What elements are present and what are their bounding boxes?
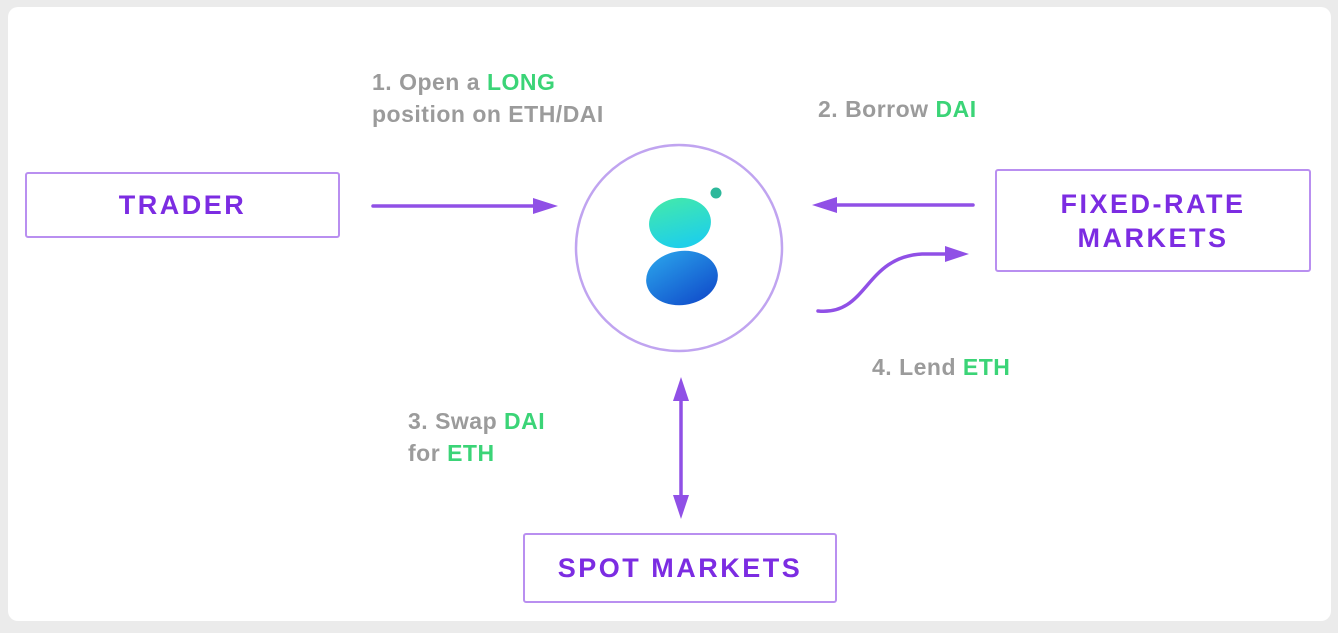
step3-text-line1: 3. Swap (408, 408, 505, 434)
step1-highlight-long: LONG (486, 69, 556, 95)
step4-text: 4. Lend (872, 354, 963, 380)
step3-highlight-eth: ETH (447, 440, 495, 466)
trader-node: TRADER (25, 172, 340, 238)
step4-highlight-eth: ETH (962, 354, 1011, 380)
spot-markets-label: SPOT MARKETS (557, 553, 803, 583)
protocol-node (574, 143, 784, 353)
step3-label: 3. Swap DAI for ETH (408, 405, 545, 469)
step4-label: 4. Lend ETH (872, 351, 1010, 383)
protocol-spot-double-arrow (673, 377, 689, 519)
step1-label: 1. Open a LONG position on ETH/DAI (372, 66, 604, 130)
fixed-rate-markets-label-line2: MARKETS (1077, 222, 1229, 253)
step2-highlight-dai: DAI (935, 96, 977, 122)
step1-text-line2: position on ETH/DAI (372, 101, 604, 127)
trader-to-protocol-arrow (371, 198, 558, 214)
blob-g-logo-icon (646, 187, 722, 306)
step3-highlight-dai: DAI (504, 408, 546, 434)
step2-label: 2. Borrow DAI (818, 93, 977, 125)
protocol-to-markets-lend-arrow (816, 246, 969, 313)
markets-to-protocol-arrow (812, 197, 975, 213)
step1-text: 1. Open a (372, 69, 487, 95)
spot-markets-node: SPOT MARKETS (523, 533, 837, 603)
fixed-rate-markets-label-line1: FIXED-RATE (1060, 188, 1246, 219)
trader-label: TRADER (118, 190, 247, 220)
fixed-rate-markets-node: FIXED-RATE MARKETS (995, 169, 1311, 272)
step3-text-line2: for (408, 440, 448, 466)
step2-text: 2. Borrow (818, 96, 936, 122)
